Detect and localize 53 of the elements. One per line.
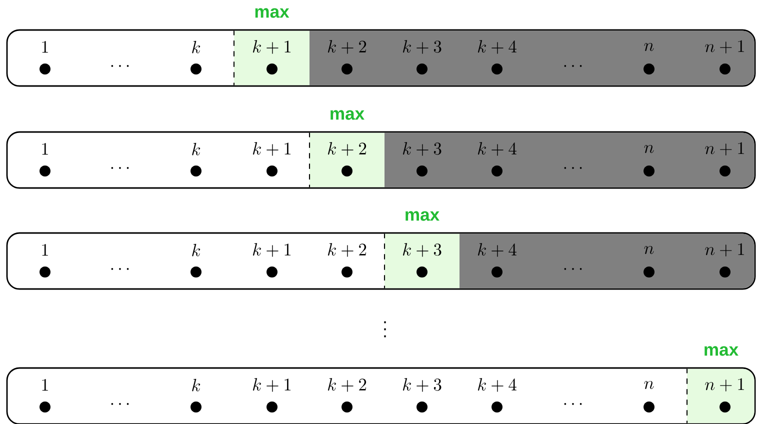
index-label: $k+3$ — [403, 142, 442, 156]
index-label: $k+1$ — [253, 378, 291, 392]
vertical-ellipsis: $\vdots$ — [384, 321, 386, 338]
index-label: $k+2$ — [328, 378, 366, 392]
max-label: max — [255, 8, 290, 18]
index-label: $k+4$ — [478, 142, 516, 156]
index-label: $k+4$ — [478, 378, 516, 392]
index-label: $1$ — [42, 40, 48, 53]
max-cell — [384, 234, 460, 288]
index-label: $n$ — [644, 43, 654, 51]
index-label: $k$ — [192, 244, 200, 256]
max-label: max — [330, 110, 364, 120]
index-label: $1$ — [42, 378, 48, 391]
index-label: $k+4$ — [478, 40, 516, 54]
index-label: $k+3$ — [403, 243, 442, 257]
index-label: $k+2$ — [328, 142, 366, 156]
index-label: $k+2$ — [328, 243, 366, 257]
ellipsis: $\dots$ — [564, 167, 582, 169]
index-label: $k+1$ — [253, 40, 291, 54]
ellipsis: $\dots$ — [111, 65, 129, 67]
index-label: $n$ — [644, 145, 654, 153]
index-label: $n+1$ — [705, 243, 744, 256]
index-label: $k+1$ — [253, 243, 291, 257]
max-cell — [686, 368, 754, 424]
index-label: $k$ — [192, 142, 200, 156]
index-label: $n+1$ — [705, 378, 744, 392]
ellipsis: $\dots$ — [564, 65, 582, 67]
ellipsis: $\dots$ — [564, 268, 582, 270]
array-box — [6, 367, 756, 424]
index-label: $n$ — [644, 381, 654, 389]
index-label: $k+4$ — [478, 243, 516, 257]
index-label: $1$ — [42, 142, 48, 155]
index-label: $k+3$ — [403, 378, 442, 392]
index-label: $k+2$ — [328, 40, 366, 54]
index-label: $k+1$ — [253, 142, 291, 156]
ellipsis: $\dots$ — [111, 268, 129, 270]
max-label: max — [406, 211, 440, 221]
shaded-region — [384, 132, 754, 188]
index-label: $k$ — [192, 378, 200, 392]
ellipsis: $\dots$ — [111, 167, 129, 169]
index-label: $k+3$ — [403, 40, 442, 54]
shaded-region — [460, 234, 754, 288]
max-cell — [233, 30, 310, 86]
ellipsis: $\dots$ — [111, 403, 129, 405]
index-label: $k$ — [192, 40, 200, 54]
max-label: max — [704, 346, 738, 356]
index-label: $n+1$ — [705, 142, 744, 156]
max-cell — [308, 132, 384, 188]
shaded-region — [310, 30, 754, 86]
index-label: $1$ — [42, 244, 48, 256]
ellipsis: $\dots$ — [564, 403, 582, 405]
index-label: $n+1$ — [705, 40, 744, 54]
index-label: $n$ — [644, 246, 654, 254]
